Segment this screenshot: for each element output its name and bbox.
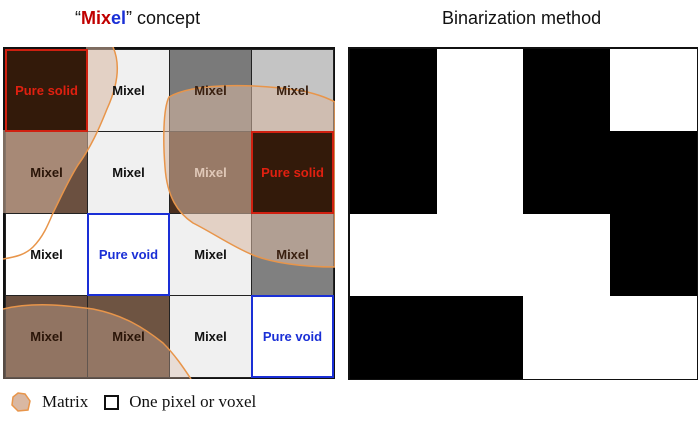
- legend-pixel-label: One pixel or voxel: [129, 392, 257, 411]
- cell-label: Mixel: [194, 247, 227, 262]
- void-pixel: [436, 49, 524, 132]
- cell-label: Mixel: [194, 83, 227, 98]
- solid-pixel: [609, 131, 697, 215]
- cell-label: Pure solid: [261, 165, 324, 180]
- cell-label: Pure void: [98, 247, 159, 262]
- cell-label: Mixel: [30, 165, 63, 180]
- void-pixel: [350, 213, 437, 297]
- solid-pixel: [350, 295, 437, 379]
- cell-label: Mixel: [112, 165, 145, 180]
- cell-label: Mixel: [112, 83, 145, 98]
- legend: Matrix One pixel or voxel: [10, 390, 272, 414]
- cell-label: Pure solid: [15, 83, 78, 98]
- cell-label: Mixel: [276, 83, 309, 98]
- title-mi: Mi: [81, 8, 101, 28]
- legend-matrix: Matrix: [10, 391, 88, 413]
- cell-label: Mixel: [194, 165, 227, 180]
- binarized-grid: [348, 47, 698, 380]
- solid-pixel: [350, 49, 437, 132]
- grid-cell: Mixel: [87, 295, 170, 378]
- grid-cell: Mixel: [87, 49, 170, 132]
- cell-label: Mixel: [276, 247, 309, 262]
- solid-pixel: [523, 131, 610, 215]
- void-pixel: [436, 131, 524, 215]
- pixel-square-icon: [104, 394, 120, 410]
- cell-label: Mixel: [194, 329, 227, 344]
- solid-pixel: [609, 213, 697, 297]
- matrix-blob-icon: [11, 392, 31, 412]
- grid-cell: Mixel: [169, 49, 252, 132]
- grid-cell: Mixel: [169, 131, 252, 214]
- grid-cell: Pure solid: [251, 131, 334, 214]
- grid-cell: Mixel: [5, 131, 88, 214]
- void-pixel: [523, 295, 610, 379]
- solid-pixel: [436, 295, 524, 379]
- cell-label: Mixel: [112, 329, 145, 344]
- void-pixel: [609, 295, 697, 379]
- solid-pixel: [523, 49, 610, 132]
- grid-cell: Mixel: [169, 213, 252, 296]
- grid-cell: Pure void: [251, 295, 334, 378]
- grid-cell: Mixel: [5, 213, 88, 296]
- cell-label: Mixel: [30, 329, 63, 344]
- void-pixel: [609, 49, 697, 132]
- title-x: x: [101, 8, 112, 28]
- grid-cell: Mixel: [251, 49, 334, 132]
- title-concept: ” concept: [126, 8, 201, 28]
- void-pixel: [436, 213, 524, 297]
- void-pixel: [523, 213, 610, 297]
- legend-pixel: One pixel or voxel: [104, 392, 256, 412]
- open-quote: “: [75, 8, 81, 28]
- binarization-title: Binarization method: [442, 8, 602, 28]
- grid-cell: Mixel: [87, 131, 170, 214]
- mixel-concept-title: “Mixel” concept: [75, 8, 200, 29]
- cell-label: Mixel: [30, 247, 63, 262]
- grid-cell: Mixel: [5, 295, 88, 378]
- title-el: el: [111, 8, 127, 28]
- grid-cell: Pure void: [87, 213, 170, 296]
- legend-matrix-label: Matrix: [42, 392, 89, 411]
- solid-pixel: [350, 131, 437, 215]
- cell-label: Pure void: [262, 329, 323, 344]
- grid-cell: Mixel: [169, 295, 252, 378]
- grid-cell: Pure solid: [5, 49, 88, 132]
- grid-cell: Mixel: [251, 213, 334, 296]
